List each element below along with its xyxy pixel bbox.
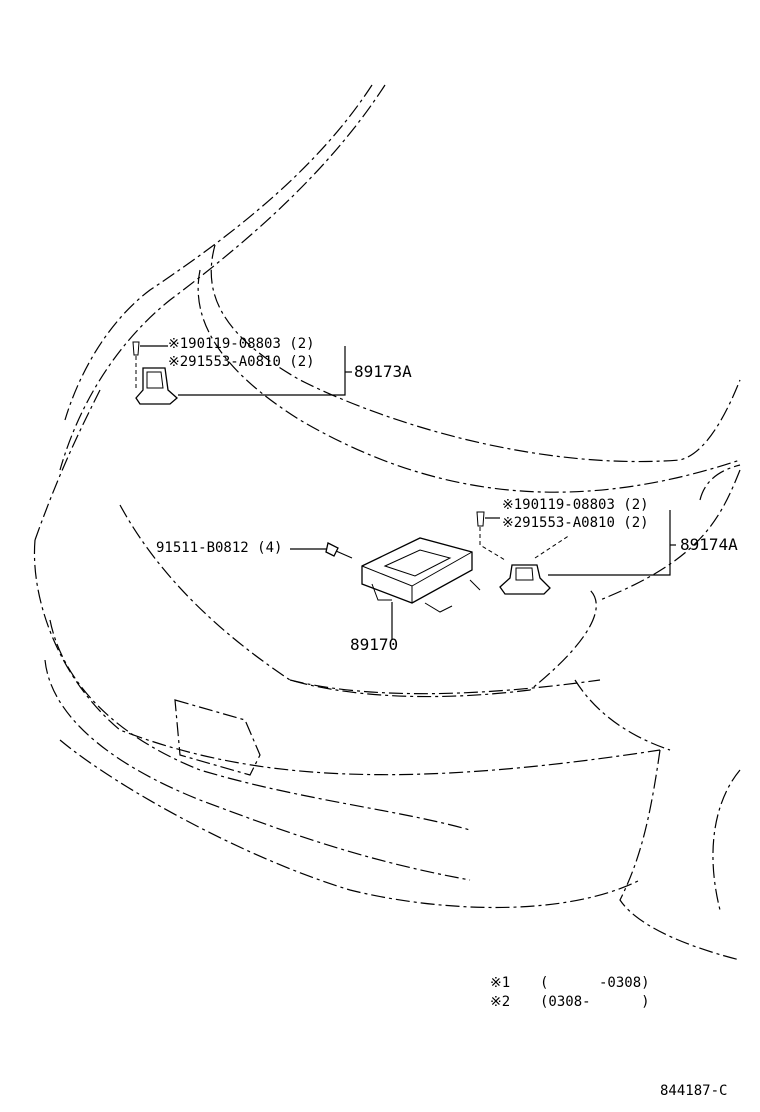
left-sensor-leaders [140,345,352,396]
hood-center-line [210,244,741,463]
ecu-bolt-part [325,542,353,559]
wheel-arch [712,769,741,911]
ecu-leaders [290,548,393,640]
front-side-line [619,749,741,961]
right-sensor-bolt-label-1: ※190119-08803 (2) [502,497,649,513]
legend-row1-range: ( -0308) [540,975,650,991]
right-sensor-part [476,511,571,595]
left-sensor-part [132,341,178,405]
fender-line [699,464,741,501]
ecu-bolt-label: 91511-B0812 (4) [156,540,283,556]
windshield-edge [599,469,741,601]
left-body-edge [34,389,101,541]
headlamp-outline [119,504,597,698]
ecu-assembly-label: 89170 [350,635,399,654]
left-sensor-bolt-label-1: ※190119-08803 (2) [168,336,315,352]
legend-row2-mark: ※2 [490,994,511,1010]
bumper-mid [49,619,471,831]
bumper-lower [44,659,471,881]
left-sensor-bolt-label-2: ※291553-A0810 (2) [168,354,315,370]
bumper-top [33,539,661,776]
right-sensor-assembly-label: 89174A [680,535,738,554]
left-sensor-assembly-label: 89173A [354,362,412,381]
legend-row2-range: (0308- ) [540,994,650,1010]
grille-opening [174,699,261,776]
right-sensor-bolt-label-2: ※291553-A0810 (2) [502,515,649,531]
bumper-bottom [59,739,641,909]
right-sensor-leaders [485,510,676,576]
ecu-module-part [361,537,481,613]
legend-row1-mark: ※1 [490,975,511,991]
hood-outline-outer [59,84,386,471]
hood-front-edge [197,269,741,493]
headlamp-lower [289,679,601,695]
hood-outline-inner [64,84,373,421]
figure-code: 844187-C [660,1083,728,1099]
fender-side [574,679,671,751]
